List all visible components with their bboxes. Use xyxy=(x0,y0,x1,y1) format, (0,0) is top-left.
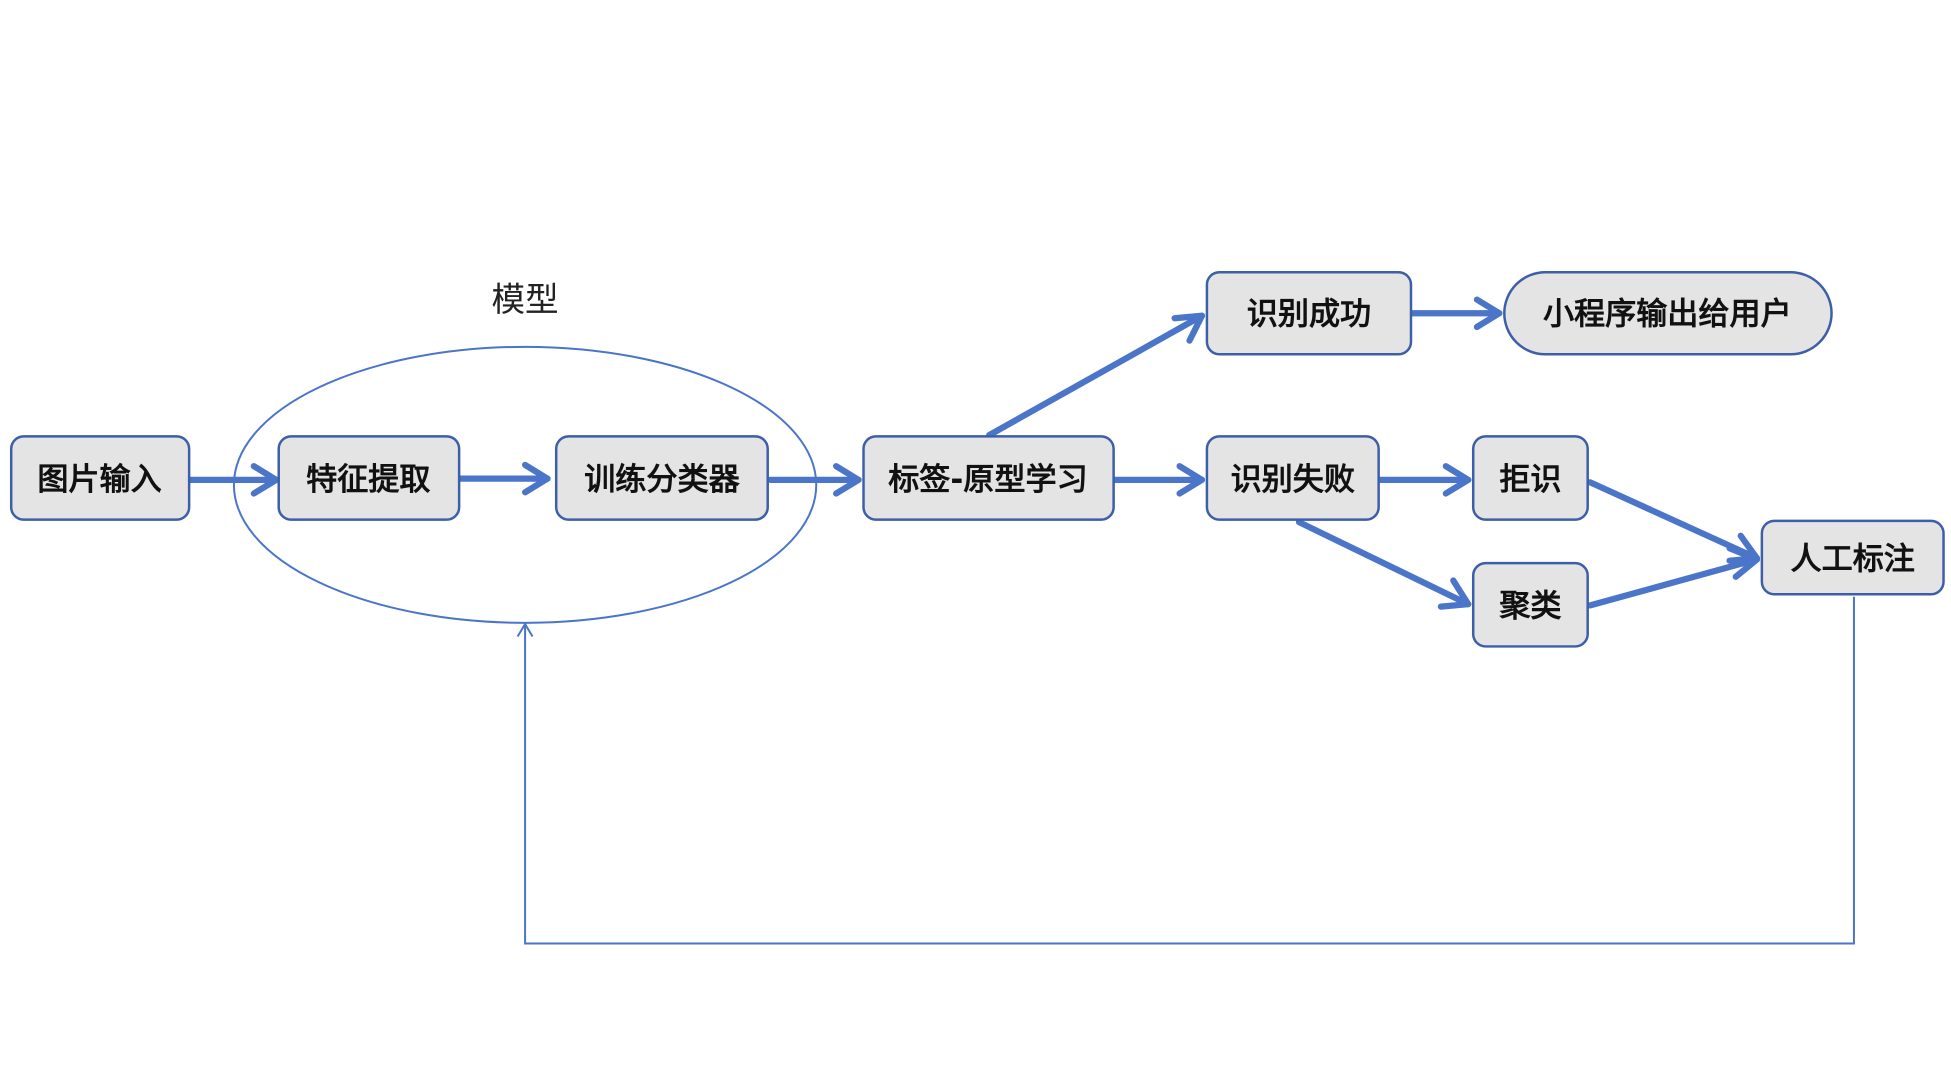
node-recognize-fail[interactable]: 识别失败 xyxy=(1205,435,1380,521)
node-label-prototype[interactable]: 标签-原型学习 xyxy=(862,435,1115,521)
arrow-prototype-to-fail xyxy=(1111,463,1206,497)
svg-text:训练分类器: 训练分类器 xyxy=(584,462,740,498)
svg-text:识别成功: 识别成功 xyxy=(1247,296,1371,332)
svg-text:图片输入: 图片输入 xyxy=(37,462,161,498)
arrow-fail-to-reject xyxy=(1376,463,1472,497)
arrow-feature-to-classifier xyxy=(457,461,551,496)
arrow-input-to-feature xyxy=(187,463,280,497)
svg-text:人工标注: 人工标注 xyxy=(1791,541,1915,577)
node-feature-extraction[interactable]: 特征提取 xyxy=(277,435,461,521)
node-image-input[interactable]: 图片输入 xyxy=(9,435,191,521)
svg-text:标签-原型学习: 标签-原型学习 xyxy=(888,462,1087,498)
node-cluster[interactable]: 聚类 xyxy=(1471,561,1589,648)
svg-text:识别失败: 识别失败 xyxy=(1231,462,1355,498)
model-group-label: 模型 xyxy=(491,280,558,319)
svg-text:特征提取: 特征提取 xyxy=(306,462,430,498)
svg-text:小程序输出给用户: 小程序输出给用户 xyxy=(1543,296,1792,332)
arrow-prototype-to-success xyxy=(986,312,1206,439)
node-train-classifier[interactable]: 训练分类器 xyxy=(554,435,769,521)
node-manual-label[interactable]: 人工标注 xyxy=(1760,519,1945,596)
feedback-loop-arrow xyxy=(516,596,1855,945)
svg-text:聚类: 聚类 xyxy=(1498,589,1562,625)
svg-text:拒识: 拒识 xyxy=(1499,462,1561,498)
arrow-cluster-to-manual xyxy=(1587,545,1761,609)
arrow-fail-to-cluster xyxy=(1295,519,1472,610)
node-reject[interactable]: 拒识 xyxy=(1471,435,1589,521)
arrow-classifier-to-prototype xyxy=(767,463,862,497)
arrow-success-to-output xyxy=(1409,296,1503,331)
node-recognize-success[interactable]: 识别成功 xyxy=(1205,271,1413,356)
node-output-to-user[interactable]: 小程序输出给用户 xyxy=(1503,271,1833,356)
